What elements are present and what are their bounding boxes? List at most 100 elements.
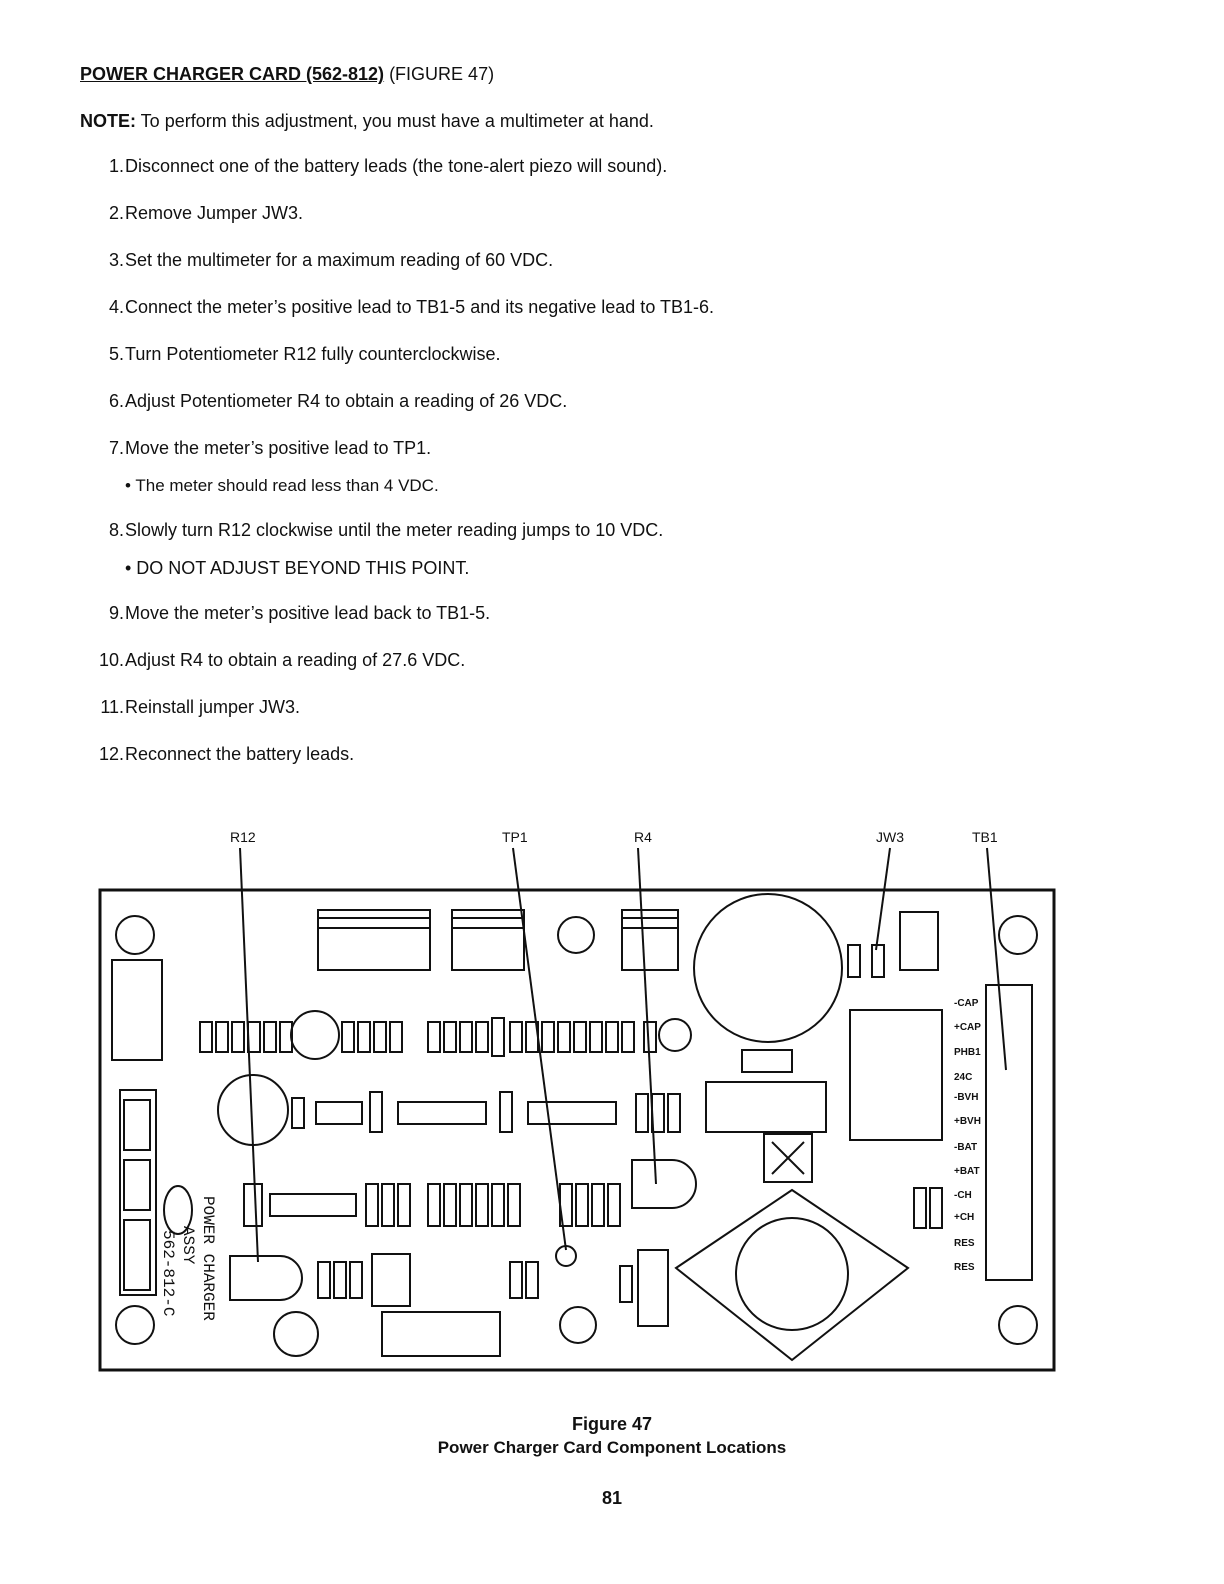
component-p3 bbox=[621, 909, 679, 971]
leader-jw3 bbox=[875, 847, 891, 951]
callout-tb1: TB1 bbox=[972, 829, 998, 845]
mounting-hole bbox=[998, 1305, 1038, 1345]
potentiometer-r12 bbox=[229, 1255, 303, 1301]
assy-line2: ASSY bbox=[179, 1226, 197, 1265]
step-number: 12. bbox=[98, 744, 124, 764]
tb1-label: -BVH bbox=[954, 1092, 978, 1103]
step: 7.Move the meter’s positive lead to TP1. bbox=[80, 438, 431, 459]
step-text: Adjust Potentiometer R4 to obtain a read… bbox=[125, 391, 568, 411]
step-text: Remove Jumper JW3. bbox=[125, 203, 304, 223]
step: 6.Adjust Potentiometer R4 to obtain a re… bbox=[80, 391, 567, 412]
connector-block bbox=[111, 959, 163, 1061]
tb1-label: RES bbox=[954, 1238, 975, 1249]
resistor-block bbox=[705, 1081, 827, 1133]
tb1-label: -BAT bbox=[954, 1142, 977, 1153]
tb1-label: -CAP bbox=[954, 998, 979, 1009]
mounting-hole bbox=[557, 916, 595, 954]
tb1-label: +CAP bbox=[954, 1022, 981, 1033]
component-p2 bbox=[451, 909, 525, 971]
step-text: Move the meter’s positive lead back to T… bbox=[125, 603, 491, 623]
step: 11.Reinstall jumper JW3. bbox=[80, 697, 300, 718]
section-heading: POWER CHARGER CARD (562-812) (FIGURE 47) bbox=[80, 64, 494, 85]
step-text: Reinstall jumper JW3. bbox=[125, 697, 301, 717]
tb1-label: PHB1 bbox=[954, 1047, 981, 1058]
step: 4.Connect the meter’s positive lead to T… bbox=[80, 297, 714, 318]
tb1-label: RES bbox=[954, 1262, 975, 1273]
section-title: POWER CHARGER CARD (562-812) bbox=[80, 64, 385, 84]
step-number: 11. bbox=[100, 697, 124, 717]
step-text: Turn Potentiometer R12 fully countercloc… bbox=[125, 344, 501, 364]
step-text: Adjust R4 to obtain a reading of 27.6 VD… bbox=[125, 650, 466, 670]
resistor-r2 bbox=[637, 1249, 669, 1327]
step-number: 10. bbox=[98, 650, 124, 670]
step: 3.Set the multimeter for a maximum readi… bbox=[80, 250, 553, 271]
tb1-label: +BVH bbox=[954, 1116, 981, 1127]
step-number: 3. bbox=[108, 250, 124, 270]
mounting-hole bbox=[559, 1306, 597, 1344]
capacitor-c10 bbox=[290, 1010, 340, 1060]
step-number: 9. bbox=[108, 603, 124, 623]
ic-ic1 bbox=[527, 1101, 617, 1125]
power-transistor-can bbox=[735, 1217, 849, 1331]
leader-r12 bbox=[239, 847, 259, 1263]
relay bbox=[317, 909, 431, 971]
large-capacitor bbox=[693, 893, 843, 1043]
ic-ic2 bbox=[397, 1101, 487, 1125]
mounting-hole bbox=[115, 915, 155, 955]
connector-pin bbox=[123, 1159, 151, 1211]
jumper-jw3 bbox=[847, 944, 861, 978]
note-text: To perform this adjustment, you must hav… bbox=[136, 111, 654, 131]
bridge-rectifier bbox=[763, 1133, 813, 1183]
figure-reference: (FIGURE 47) bbox=[384, 64, 495, 84]
component-p3-band bbox=[621, 917, 679, 929]
capacitor-c8 bbox=[243, 1183, 263, 1227]
note: NOTE: To perform this adjustment, you mu… bbox=[80, 111, 654, 132]
step-text: Connect the meter’s positive lead to TB1… bbox=[125, 297, 715, 317]
step: 8.Slowly turn R12 clockwise until the me… bbox=[80, 520, 663, 541]
capacitor-c9 bbox=[273, 1311, 319, 1357]
tb1-label: +CH bbox=[954, 1212, 974, 1223]
ellipse-badge bbox=[163, 1185, 193, 1235]
callout-tp1: TP1 bbox=[502, 829, 528, 845]
tb1-label: 24C bbox=[954, 1072, 972, 1083]
assy-line3: 562-812-C bbox=[159, 1230, 177, 1316]
leader-tp1 bbox=[512, 847, 567, 1251]
step: 2.Remove Jumper JW3. bbox=[80, 203, 303, 224]
leader-r4 bbox=[637, 847, 657, 1185]
ic-ic3 bbox=[315, 1101, 363, 1125]
callout-r12: R12 bbox=[230, 829, 256, 845]
page-number: 81 bbox=[601, 1488, 623, 1508]
step-8-bullet: • DO NOT ADJUST BEYOND THIS POINT. bbox=[125, 558, 470, 578]
step-number: 7. bbox=[108, 438, 124, 458]
step-text: Slowly turn R12 clockwise until the mete… bbox=[125, 520, 664, 540]
step-text: Move the meter’s positive lead to TP1. bbox=[125, 438, 432, 458]
step-text: Reconnect the battery leads. bbox=[125, 744, 355, 764]
assy-line1: POWER CHARGER bbox=[199, 1196, 217, 1321]
tb1-label: -CH bbox=[954, 1190, 972, 1201]
mounting-hole bbox=[998, 915, 1038, 955]
step: 9.Move the meter’s positive lead back to… bbox=[80, 603, 490, 624]
figure-number: Figure 47 bbox=[571, 1414, 653, 1434]
step-number: 4. bbox=[108, 297, 124, 317]
power-transistor bbox=[674, 1188, 910, 1362]
connector-pin bbox=[123, 1219, 151, 1291]
leader-tb1 bbox=[986, 847, 1007, 1071]
step-text: Disconnect one of the battery leads (the… bbox=[125, 156, 668, 176]
step-text: Set the multimeter for a maximum reading… bbox=[125, 250, 554, 270]
figure-caption: Power Charger Card Component Locations bbox=[437, 1438, 787, 1457]
step-number: 6. bbox=[108, 391, 124, 411]
step-number: 8. bbox=[108, 520, 124, 540]
note-label: NOTE: bbox=[80, 111, 136, 131]
step-number: 2. bbox=[108, 203, 124, 223]
step-number: 5. bbox=[108, 344, 124, 364]
resistor-r21 bbox=[381, 1311, 501, 1357]
diode-d3 bbox=[741, 1049, 793, 1073]
step: 1.Disconnect one of the battery leads (t… bbox=[80, 156, 667, 177]
relay-band bbox=[317, 917, 431, 929]
step-number: 1. bbox=[108, 156, 124, 176]
callout-r4: R4 bbox=[634, 829, 652, 845]
ic-small bbox=[371, 1253, 411, 1307]
step: 5.Turn Potentiometer R12 fully countercl… bbox=[80, 344, 501, 365]
